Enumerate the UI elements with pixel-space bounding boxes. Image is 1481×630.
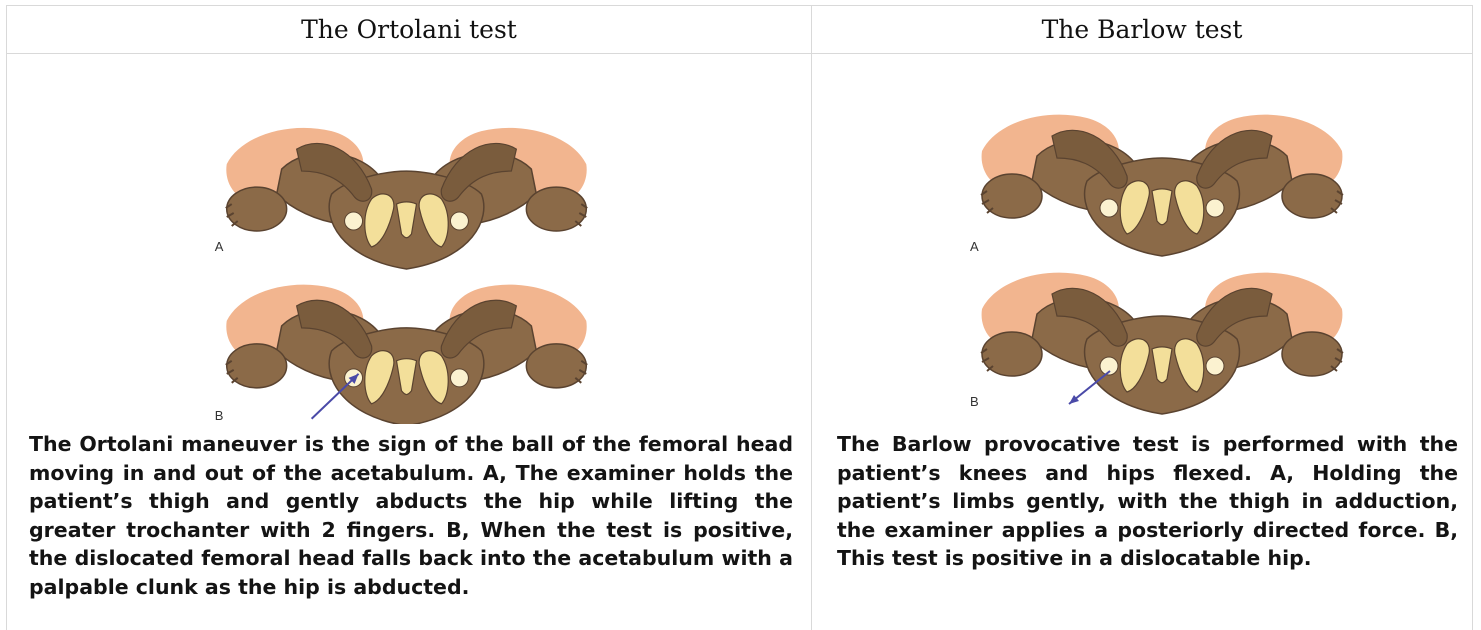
barlow-panel-a-label: A <box>970 239 979 254</box>
barlow-panel-b-label: B <box>970 394 979 409</box>
ortolani-panel-b <box>226 285 588 424</box>
ortolani-panel-b-label: B <box>215 408 224 423</box>
ortolani-illustration: A B <box>7 54 811 424</box>
ortolani-panel-a-label: A <box>215 239 224 254</box>
comparison-table: The Ortolani test A B The Ortolani maneu… <box>6 5 1473 630</box>
barlow-illustration: A B <box>812 54 1472 424</box>
barlow-title: The Barlow test <box>812 6 1472 54</box>
barlow-panel-b <box>981 273 1343 414</box>
ortolani-caption: The Ortolani maneuver is the sign of the… <box>29 430 793 601</box>
ortolani-title: The Ortolani test <box>7 6 811 54</box>
barlow-caption: The Barlow provocative test is performed… <box>837 430 1458 573</box>
barlow-panel-a <box>981 115 1343 256</box>
ortolani-panel-a <box>226 128 588 269</box>
ortolani-column: The Ortolani test A B The Ortolani maneu… <box>7 6 812 630</box>
barlow-column: The Barlow test A B The Barlow provocati… <box>812 6 1472 630</box>
